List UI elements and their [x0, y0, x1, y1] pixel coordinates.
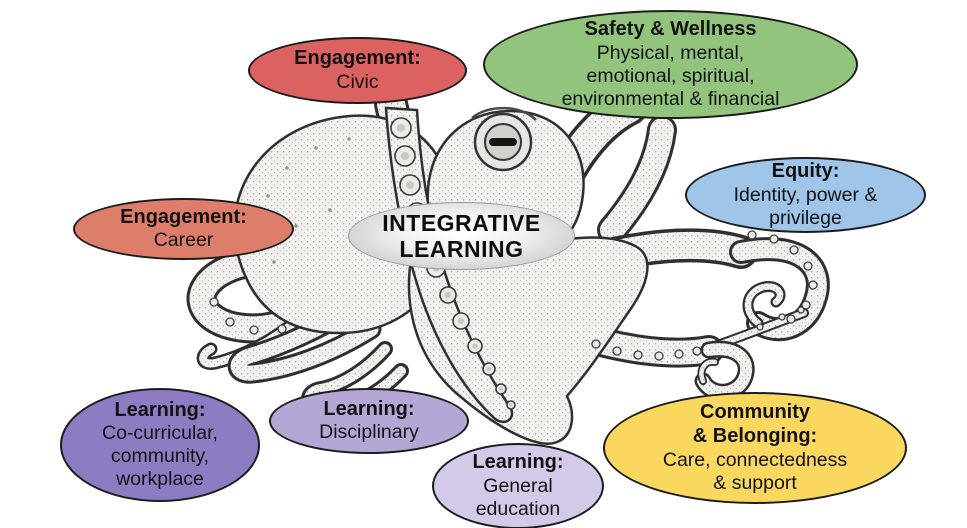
- octopus-eye: [471, 106, 537, 172]
- bubble-body: Care, connectedness & support: [662, 448, 848, 494]
- bubble-title: Learning:: [114, 398, 206, 421]
- bubble-body: Identity, power & privilege: [733, 183, 878, 229]
- bubble-body: Physical, mental, emotional, spiritual, …: [561, 41, 780, 110]
- bubble-equity: Equity: Identity, power & privilege: [685, 157, 926, 233]
- bubble-safety-wellness: Safety & Wellness Physical, mental, emot…: [483, 10, 858, 119]
- bubble-body: Co-curricular, community, workplace: [102, 422, 218, 491]
- bubble-title: Engagement:: [294, 47, 421, 70]
- bubble-title: Learning:: [323, 397, 415, 420]
- bubble-title: Equity:: [771, 160, 840, 183]
- bubble-title: Learning:: [472, 451, 564, 474]
- bubble-learning-disciplinary: Learning: Disciplinary: [269, 388, 469, 454]
- bubble-engagement-career: Engagement: Career: [73, 198, 294, 260]
- bubble-title: Safety & Wellness: [584, 18, 757, 41]
- bubble-title: Engagement:: [120, 205, 247, 228]
- bubble-body: Disciplinary: [319, 421, 419, 444]
- center-label-integrative-learning: INTEGRATIVE LEARNING: [348, 202, 575, 270]
- bubble-learning-general: Learning: General education: [432, 443, 604, 528]
- bubble-community-belonging: Community & Belonging: Care, connectedne…: [603, 392, 907, 504]
- bubble-engagement-civic: Engagement: Civic: [248, 37, 467, 104]
- bubble-body: Civic: [336, 70, 379, 93]
- bubble-body: General education: [475, 474, 561, 520]
- bubble-title: Community & Belonging:: [692, 401, 818, 447]
- bubble-learning-cocurricular: Learning: Co-curricular, community, work…: [60, 388, 260, 502]
- bubble-body: Career: [153, 229, 214, 252]
